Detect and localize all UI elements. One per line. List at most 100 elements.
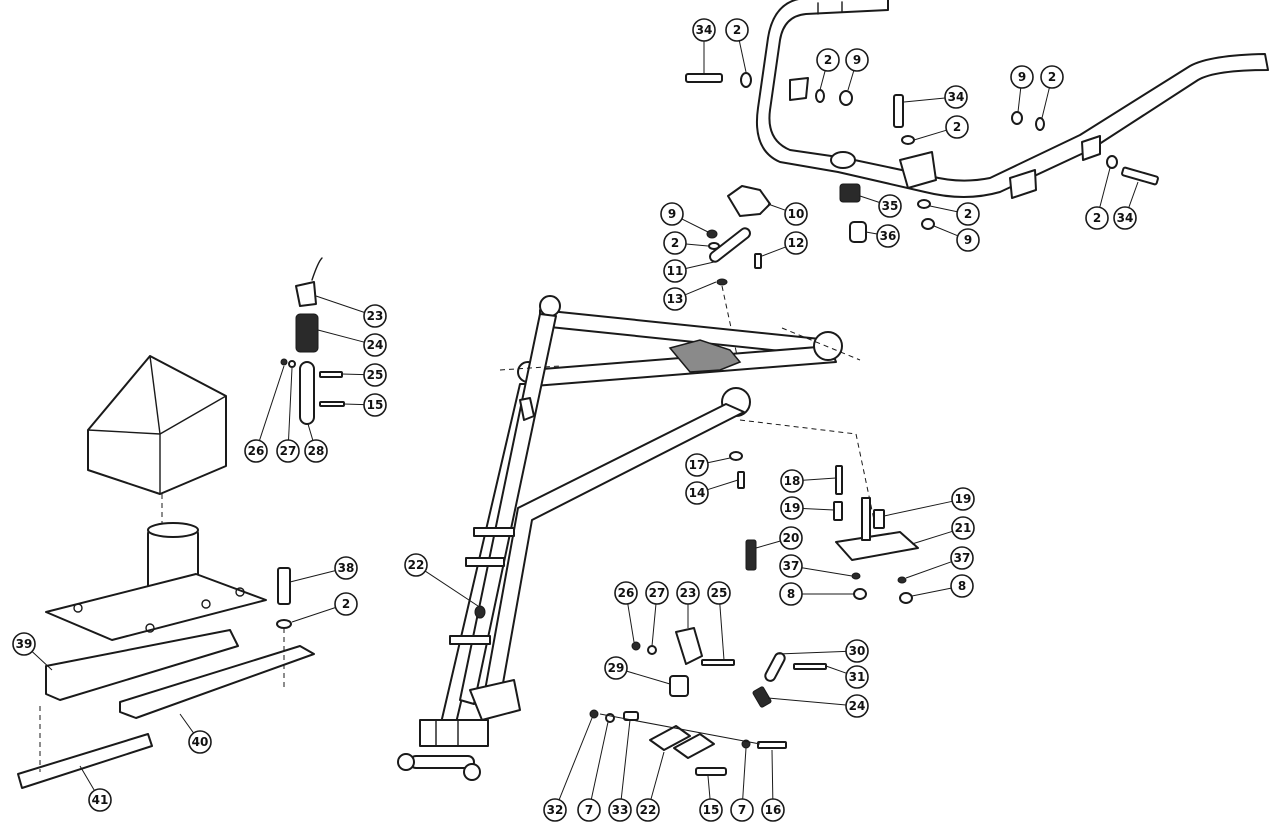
pin-15-bottom — [695, 767, 727, 776]
callout-leader-line — [767, 203, 786, 211]
callout-leader-line — [1017, 87, 1022, 113]
callout-number-2: 2 — [1093, 211, 1101, 225]
callout-number-19: 19 — [955, 492, 972, 506]
callout-leader-line — [819, 70, 826, 91]
callout-number-11: 11 — [667, 264, 684, 278]
callout-leader-line — [911, 587, 952, 597]
plug-22-frame — [474, 605, 486, 619]
callout-number-26: 26 — [248, 444, 265, 458]
latch-head-23-mid — [675, 627, 703, 665]
callout-leader-line — [1099, 167, 1111, 208]
washer-2-mid — [901, 135, 915, 145]
callout-leader-line — [289, 570, 336, 583]
callout-number-19: 19 — [784, 501, 801, 515]
pin-15-left — [319, 401, 345, 407]
callout-circle — [845, 694, 869, 718]
callout-leader-line — [291, 607, 336, 623]
bolt-34-top — [685, 73, 723, 83]
callout-leader-line — [707, 457, 731, 464]
callout-number-2: 2 — [964, 207, 972, 221]
callout-leader-line — [424, 570, 479, 607]
frame-foot-end-2 — [463, 763, 481, 781]
callout-circle — [636, 798, 660, 822]
callout-number-25: 25 — [711, 586, 728, 600]
callout-leader-line — [913, 129, 947, 141]
pin-25 — [319, 371, 343, 378]
callout-number-22: 22 — [408, 558, 425, 572]
callout-circle — [878, 194, 902, 218]
callout-circle — [950, 546, 974, 570]
hood-box — [87, 355, 227, 495]
callout-number-8: 8 — [787, 587, 795, 601]
callout-number-26: 26 — [618, 586, 635, 600]
callout-leader-line — [651, 603, 657, 647]
pedal-post — [861, 497, 871, 541]
washer-2-right — [1035, 117, 1045, 131]
callout-leader-line — [911, 530, 953, 545]
callout-leader-line — [929, 205, 958, 213]
callout-leader-line — [558, 717, 593, 800]
callout-number-34: 34 — [948, 90, 965, 104]
latch-head-23 — [295, 281, 317, 307]
callout-leader-line — [719, 603, 725, 661]
callout-circle — [845, 639, 869, 663]
callout-leader-line — [1128, 181, 1139, 208]
callout-leader-line — [684, 281, 717, 296]
callout-number-21: 21 — [955, 521, 972, 535]
callout-leader-line — [755, 540, 781, 549]
bolt-34-far — [1121, 166, 1159, 186]
callout-circle — [692, 18, 716, 42]
callout-number-15: 15 — [703, 803, 720, 817]
callout-number-2: 2 — [1048, 70, 1056, 84]
nut-17 — [729, 451, 743, 461]
callout-leader-line — [681, 218, 709, 233]
callout-number-2: 2 — [671, 236, 679, 250]
mount-cylinder-top — [147, 522, 199, 538]
callout-circle — [876, 224, 900, 248]
pin-30 — [764, 652, 786, 682]
callout-leader-line — [825, 665, 847, 674]
callout-number-7: 7 — [738, 803, 746, 817]
star-knob — [727, 185, 771, 217]
washer-2-top — [740, 72, 752, 88]
frame-base-plate — [469, 679, 521, 721]
callout-circle — [730, 798, 754, 822]
callout-circle — [1113, 206, 1137, 230]
callout-leader-line — [903, 97, 946, 103]
callout-circle — [951, 487, 975, 511]
callout-number-2: 2 — [953, 120, 961, 134]
callout-circle — [784, 202, 808, 226]
callout-circle — [784, 231, 808, 255]
pedal-assembly — [729, 451, 919, 604]
spring-20 — [745, 539, 757, 571]
callout-leader-line — [761, 246, 786, 257]
callout-circle — [816, 48, 840, 72]
pedal-plate-21 — [835, 531, 919, 561]
callout-number-31: 31 — [849, 670, 866, 684]
callout-circle — [88, 788, 112, 812]
callout-leader-line — [847, 70, 855, 91]
washer-2-far — [1106, 155, 1118, 169]
channel-39 — [45, 629, 239, 701]
callout-number-24: 24 — [367, 338, 384, 352]
callout-circle — [780, 469, 804, 493]
callout-circle — [543, 798, 567, 822]
callout-circle — [663, 259, 687, 283]
callout-circle — [707, 581, 731, 605]
callout-number-24: 24 — [849, 699, 866, 713]
washer-13 — [716, 278, 728, 286]
callout-circle — [699, 798, 723, 822]
callout-circle — [725, 18, 749, 42]
callout-circle — [404, 553, 428, 577]
callout-circle — [676, 581, 700, 605]
washer-37-a — [851, 572, 861, 580]
callout-leader-line — [767, 697, 847, 706]
frame-rung-1 — [473, 527, 515, 537]
callout-number-38: 38 — [338, 561, 355, 575]
main-frame — [397, 295, 875, 781]
callout-circle — [645, 581, 669, 605]
callout-circle — [276, 439, 300, 463]
callout-leader-line — [801, 567, 853, 577]
nut-8-b — [899, 592, 913, 604]
